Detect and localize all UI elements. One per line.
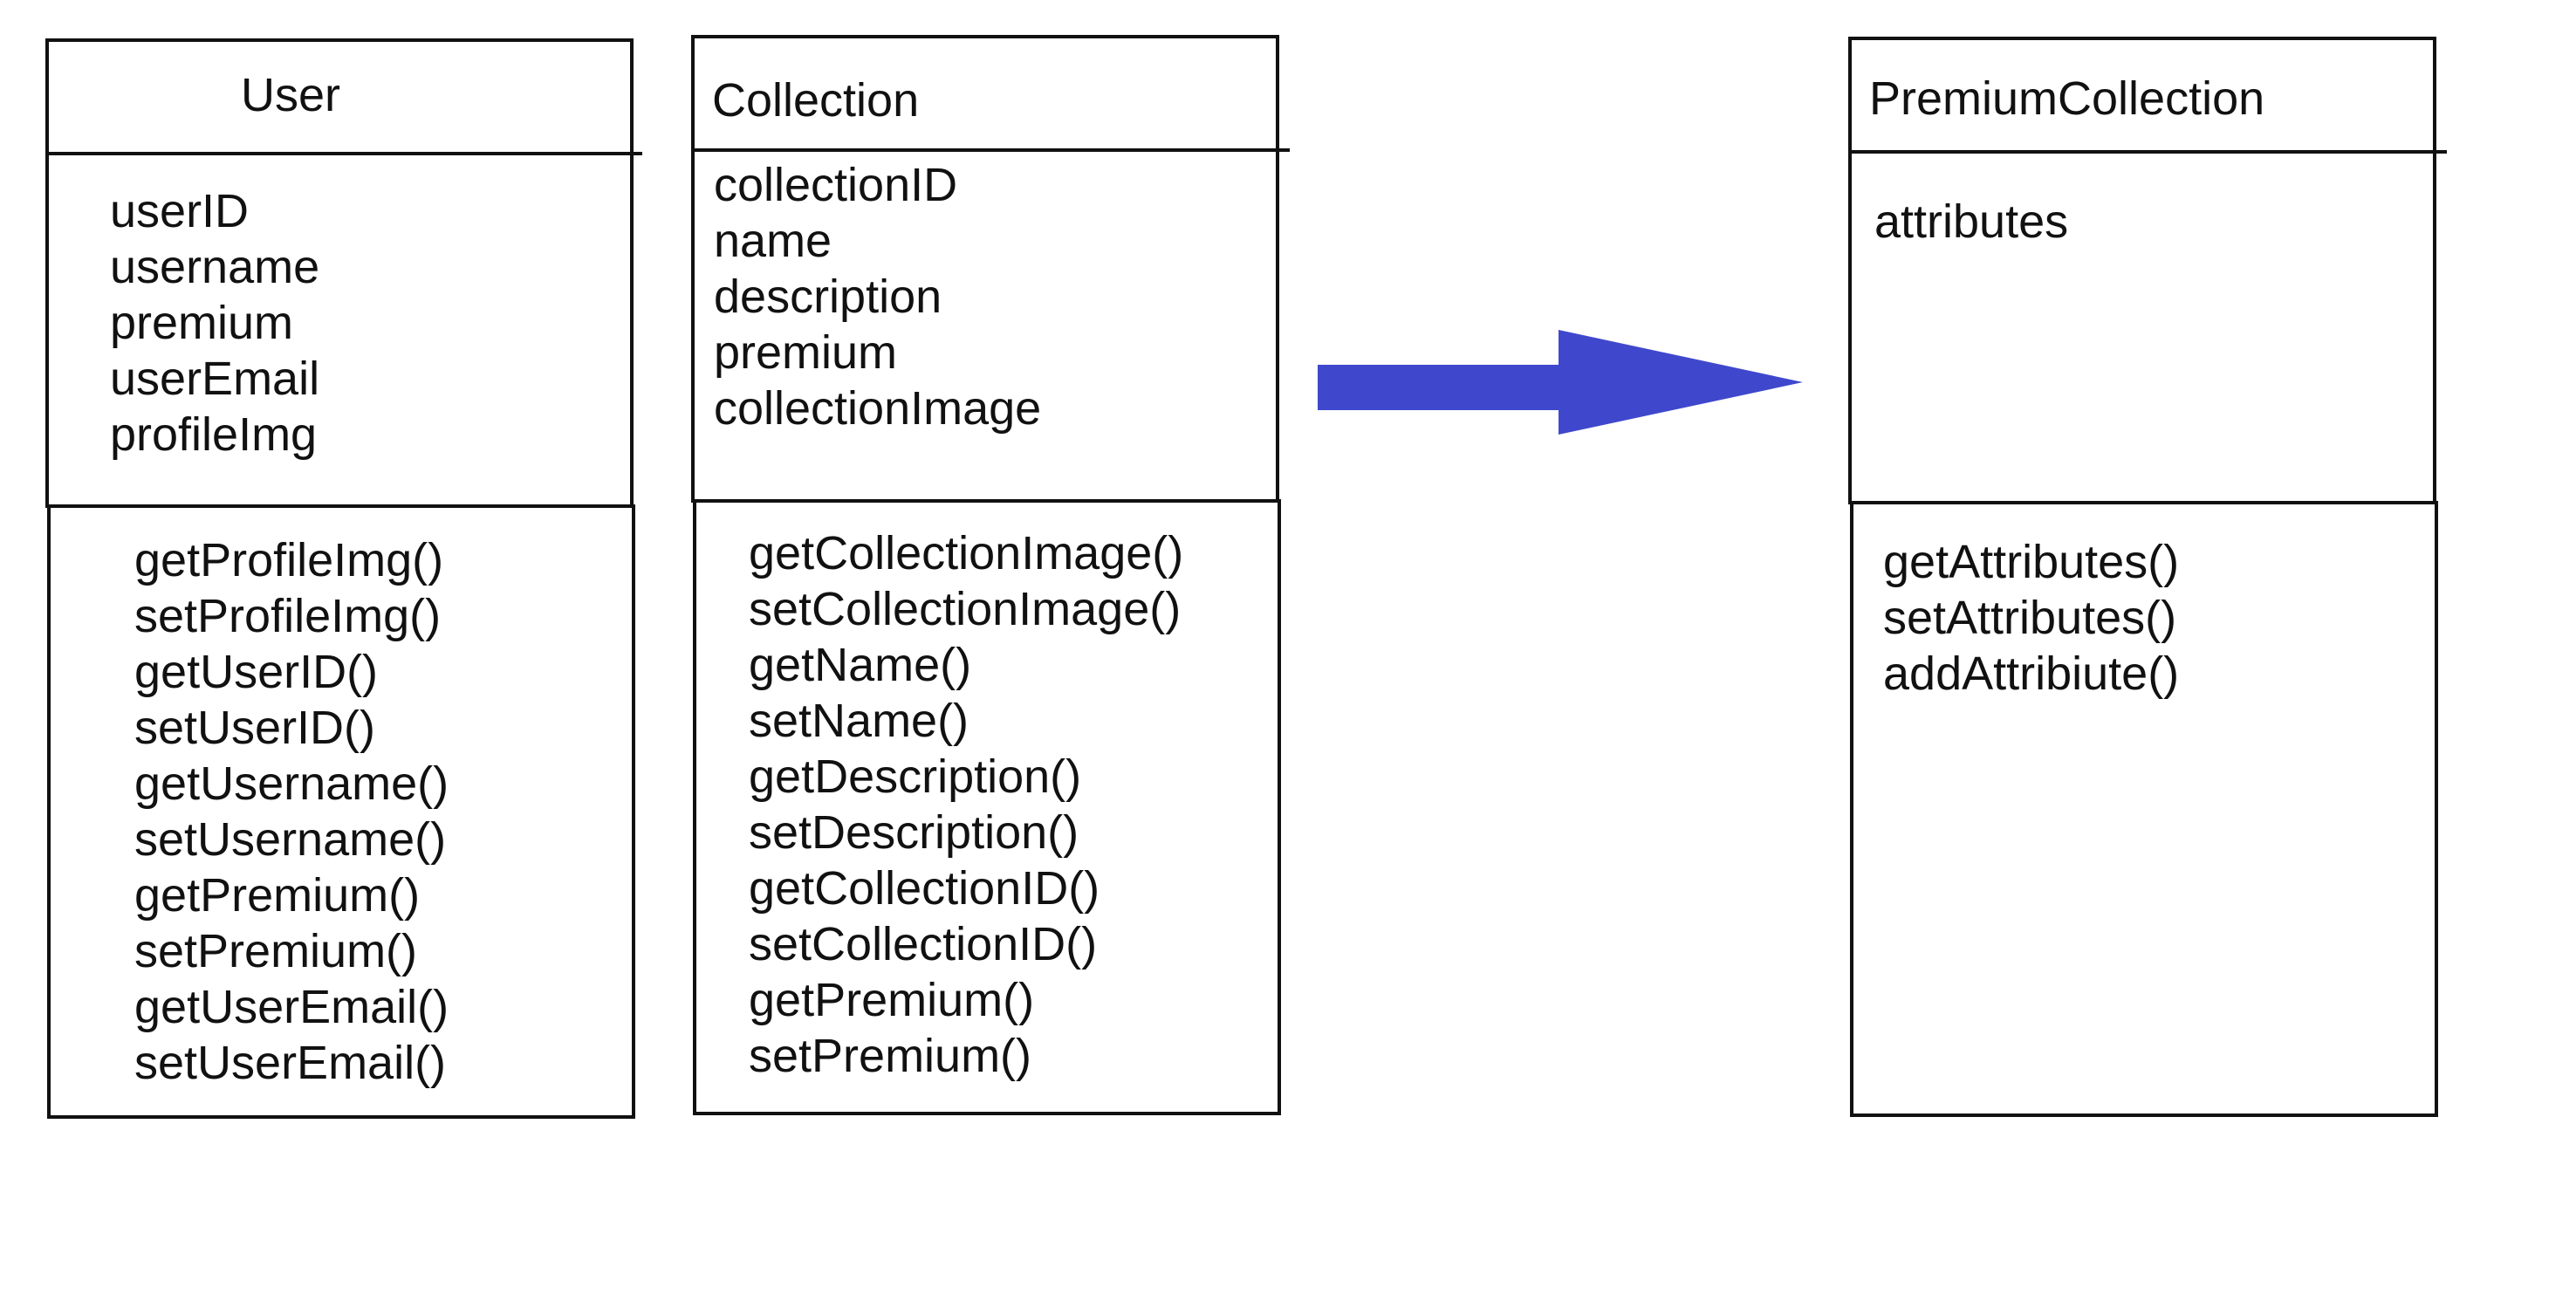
class-user-attribute: profileImg [110, 408, 318, 461]
class-premium-collection-method: setAttributes() [1883, 592, 2177, 644]
class-premium-collection-attribute: attributes [1874, 195, 2069, 248]
class-collection-method: getPremium() [749, 974, 1035, 1026]
class-user-divider-overhang [630, 152, 642, 155]
class-user-method: setPremium() [134, 925, 418, 977]
class-collection-attribute: collectionImage [714, 382, 1042, 435]
class-premium-collection-method: getAttributes() [1883, 536, 2180, 588]
class-collection-method: getCollectionImage() [749, 527, 1184, 579]
class-user-name-compartment: User [45, 38, 634, 155]
class-collection-method: setPremium() [749, 1030, 1032, 1082]
class-user-attribute: username [110, 241, 320, 293]
class-user-attribute: premium [110, 297, 294, 349]
class-premium-collection-divider-overhang [2433, 150, 2447, 154]
class-collection-method: setName() [749, 695, 969, 747]
class-premium-collection-name-compartment: PremiumCollection [1848, 37, 2436, 154]
class-premium-collection-methods-compartment: getAttributes() setAttributes() addAttri… [1850, 501, 2438, 1117]
class-collection-methods-compartment: getCollectionImage() setCollectionImage(… [693, 499, 1281, 1115]
class-user-method: getProfileImg() [134, 534, 444, 586]
class-user-attributes-compartment: userID username premium userEmail profil… [45, 152, 634, 508]
class-user-method: setProfileImg() [134, 590, 442, 642]
class-user-attribute: userEmail [110, 353, 320, 405]
class-collection-method: setDescription() [749, 806, 1079, 859]
class-premium-collection-method: addAttribiute() [1883, 648, 2180, 700]
class-collection-method: setCollectionImage() [749, 583, 1182, 635]
class-collection-method: setCollectionID() [749, 918, 1098, 970]
class-collection-method: getDescription() [749, 750, 1082, 803]
class-collection-attribute: premium [714, 326, 898, 379]
class-collection-method: getName() [749, 639, 972, 691]
class-collection-name-compartment: Collection [691, 35, 1279, 152]
inheritance-arrow [1318, 330, 1803, 435]
class-user-method: setUserEmail() [134, 1037, 447, 1089]
class-premium-collection-name: PremiumCollection [1869, 72, 2265, 125]
class-collection-attribute: description [714, 271, 942, 323]
arrow-shape [1318, 330, 1803, 435]
class-user-methods-compartment: getProfileImg() setProfileImg() getUserI… [47, 504, 635, 1119]
class-user-method: setUsername() [134, 813, 447, 866]
class-user-attribute: userID [110, 185, 250, 237]
class-user-method: getUserID() [134, 646, 379, 698]
class-user-method: getUserEmail() [134, 981, 449, 1033]
class-collection-divider-overhang [1276, 148, 1290, 152]
class-collection-method: getCollectionID() [749, 862, 1100, 915]
class-collection-attributes-compartment: collectionID name description premium co… [691, 148, 1279, 503]
class-user-method: getUsername() [134, 757, 449, 810]
class-collection-attribute: collectionID [714, 159, 958, 211]
class-user-name: User [241, 69, 341, 121]
class-premium-collection-attributes-compartment: attributes [1848, 150, 2436, 504]
class-collection-attribute: name [714, 215, 832, 267]
class-user-method: setUserID() [134, 702, 376, 754]
class-user-method: getPremium() [134, 869, 421, 922]
class-collection-name: Collection [712, 74, 920, 127]
